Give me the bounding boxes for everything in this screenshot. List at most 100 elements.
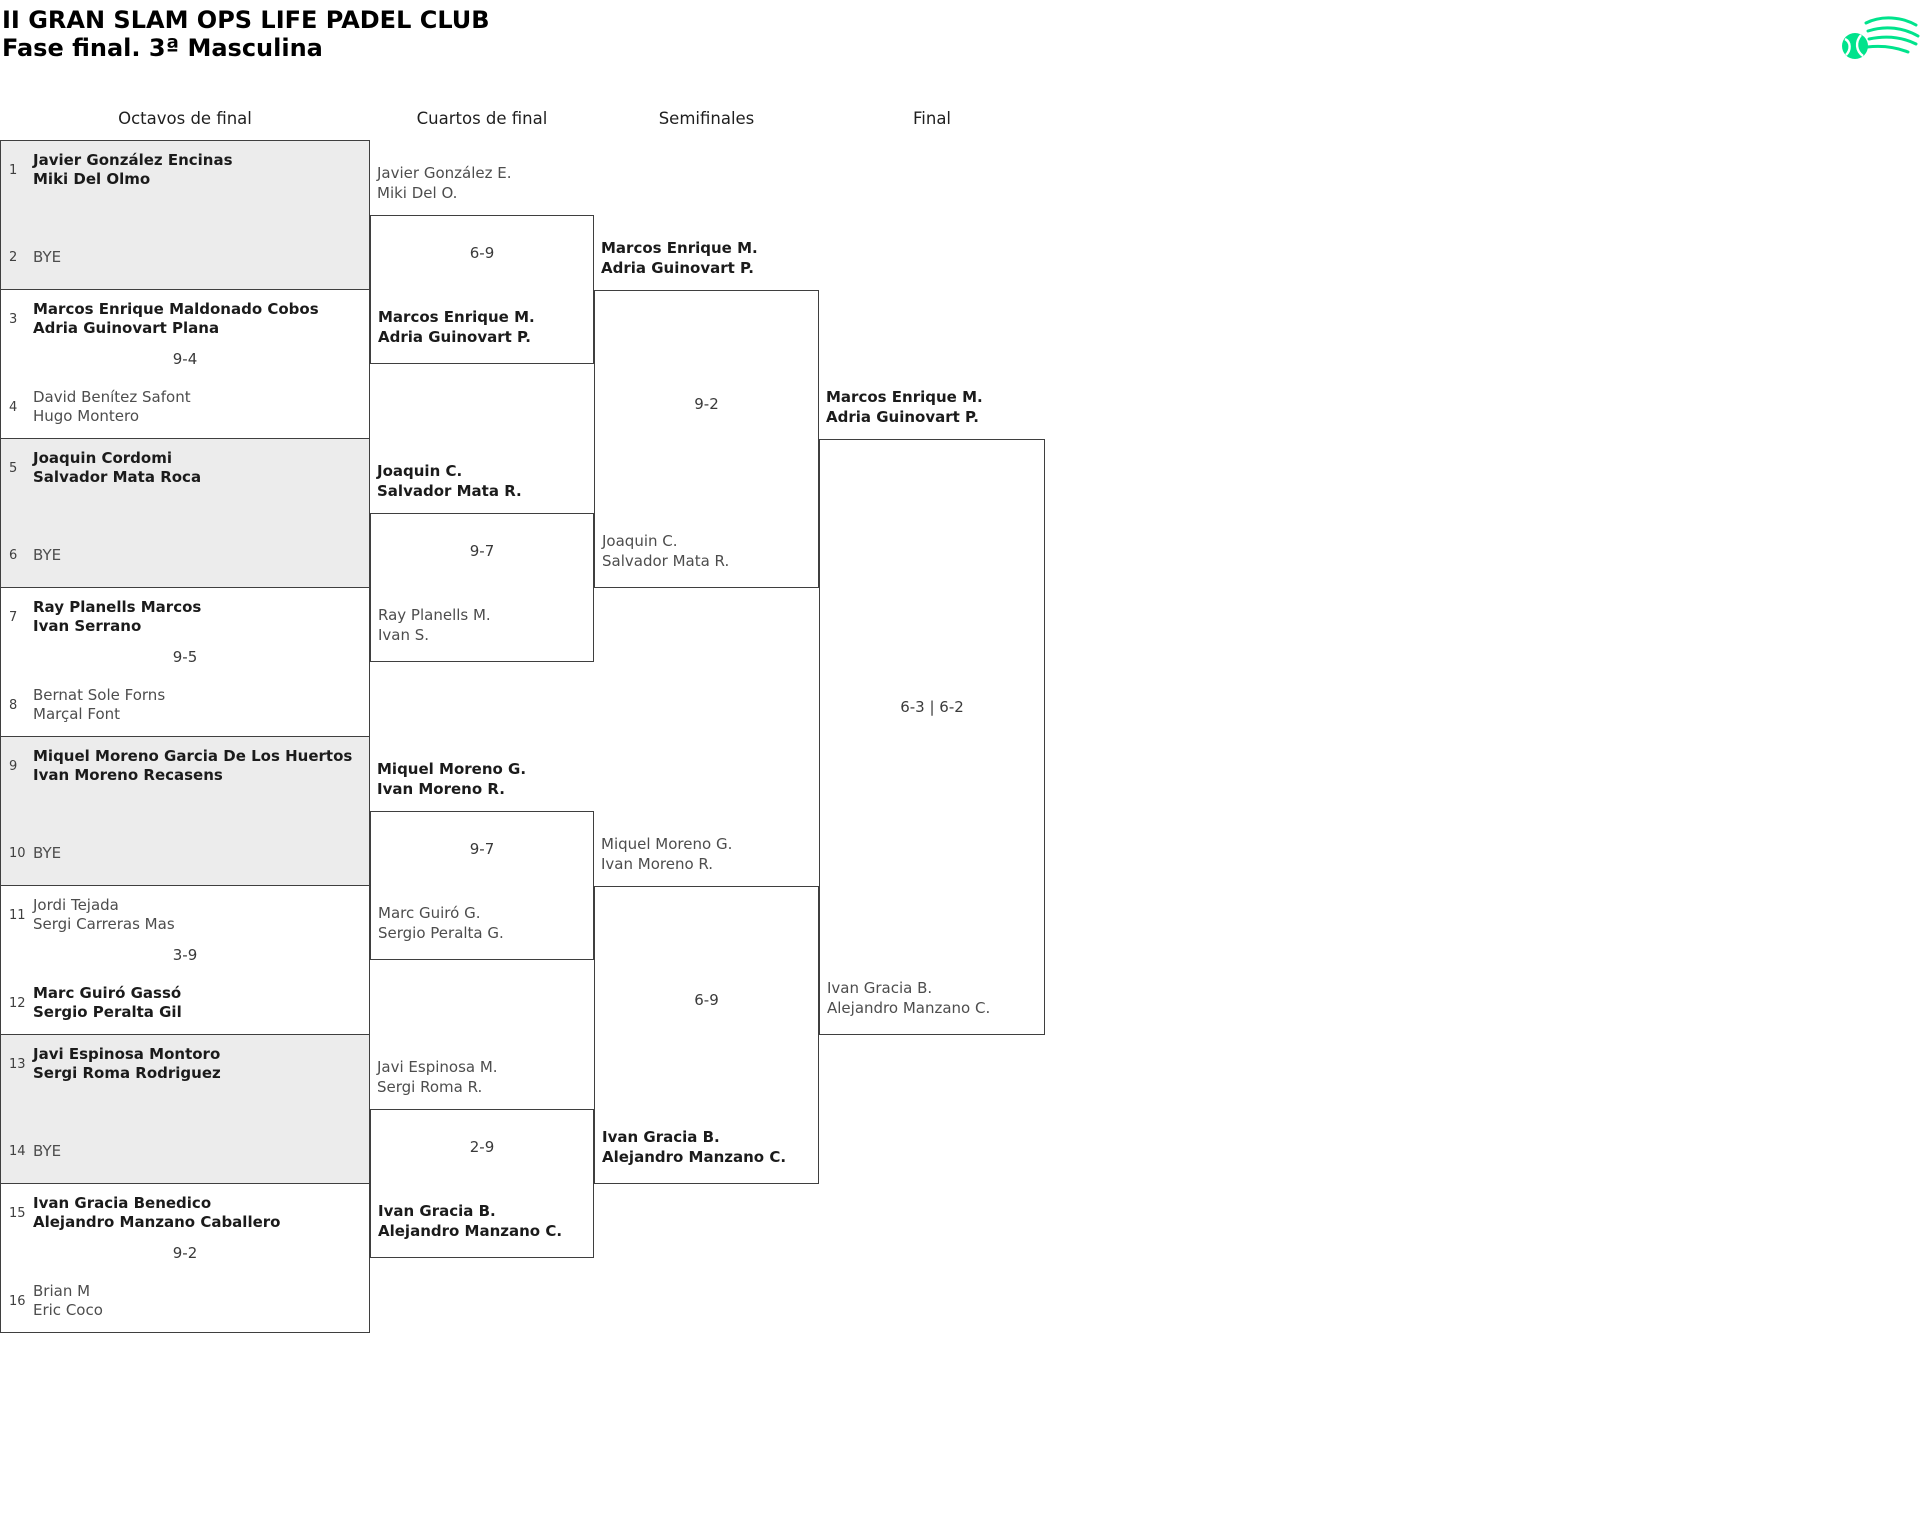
column-header-semifinales: Semifinales — [658, 109, 755, 128]
player-name: Hugo Montero — [33, 407, 140, 425]
player-name: Miquel Moreno G. — [377, 760, 527, 778]
player-name: Alejandro Manzano C. — [602, 1148, 787, 1166]
column-header-cuartos: Cuartos de final — [416, 109, 548, 128]
match-box: 9-7 Marc Guiró G. Sergio Peralta G. — [370, 811, 594, 960]
player-name: Ivan Moreno R. — [601, 855, 714, 873]
match-box: 3 Marcos Enrique Maldonado Cobos Adria G… — [0, 289, 370, 439]
match-score: 9-4 — [172, 350, 198, 368]
player-name: Bernat Sole Forns — [33, 686, 166, 704]
player-name: Ivan Gracia B. — [378, 1202, 496, 1220]
seed-number: 10 — [9, 846, 26, 861]
team-entry: 9 Miquel Moreno Garcia De Los Huertos Iv… — [7, 747, 365, 785]
player-name: Sergi Roma R. — [377, 1078, 483, 1096]
player-name: Javi Espinosa M. — [377, 1058, 498, 1076]
match-score: 9-2 — [694, 395, 719, 413]
team-entry: 12 Marc Guiró Gassó Sergio Peralta Gil — [7, 984, 365, 1022]
player-name: Alejandro Manzano Caballero — [33, 1213, 281, 1231]
match-box: 6-9 Marcos Enrique M. Adria Guinovart P. — [370, 215, 594, 364]
team-entry: 7 Ray Planells Marcos Ivan Serrano — [7, 598, 365, 636]
player-name: Ivan Gracia B. — [827, 979, 933, 997]
player-name: Miquel Moreno Garcia De Los Huertos — [33, 747, 353, 765]
player-name: Ivan Moreno R. — [377, 780, 505, 798]
match-score: 9-7 — [469, 840, 495, 858]
seed-number: 2 — [9, 250, 18, 265]
player-name: BYE — [33, 844, 62, 862]
team-label: Ivan Gracia B. Alejandro Manzano C. — [602, 1127, 786, 1167]
match-score: 3-9 — [172, 946, 198, 964]
player-names: Ray Planells Marcos Ivan Serrano — [33, 598, 201, 636]
match-box: 6-3 | 6-2 Ivan Gracia B. Alejandro Manza… — [819, 439, 1045, 1035]
team-entry: 8 Bernat Sole Forns Marçal Font — [7, 686, 365, 724]
team-label: Miquel Moreno G. Ivan Moreno R. — [601, 834, 732, 874]
player-name: Javier González Encinas — [33, 151, 233, 169]
player-name: Sergi Roma Rodriguez — [33, 1064, 221, 1082]
player-name: Ivan S. — [378, 626, 430, 644]
player-name: Joaquin Cordomi — [33, 449, 172, 467]
player-name: Salvador Mata R. — [602, 552, 730, 570]
player-name: Marcos Enrique M. — [826, 388, 983, 406]
player-name: Adria Guinovart P. — [826, 408, 979, 426]
team-entry: 13 Javi Espinosa Montoro Sergi Roma Rodr… — [7, 1045, 365, 1083]
seed-number: 9 — [9, 758, 18, 774]
team-label: Ivan Gracia B. Alejandro Manzano C. — [378, 1201, 562, 1241]
player-name: Javi Espinosa Montoro — [33, 1045, 221, 1063]
player-name: Marc Guiró G. — [378, 904, 481, 922]
player-names: Javier González Encinas Miki Del Olmo — [33, 151, 233, 189]
player-names: David Benítez Safont Hugo Montero — [33, 388, 191, 426]
match-score: 2-9 — [469, 1138, 495, 1156]
match-score: 6-9 — [469, 244, 495, 262]
match-box: 5 Joaquin Cordomi Salvador Mata Roca 6 B… — [0, 438, 370, 588]
player-name: Marcos Enrique M. — [601, 239, 758, 257]
player-name: Miki Del O. — [377, 184, 458, 202]
player-name: Javier González E. — [377, 164, 512, 182]
team-label: Ivan Gracia B. Alejandro Manzano C. — [827, 978, 990, 1018]
team-entry: 16 Brian M Eric Coco — [7, 1282, 365, 1320]
player-name: Ivan Moreno Recasens — [33, 766, 223, 784]
seed-number: 14 — [9, 1144, 26, 1159]
match-box: 9-7 Ray Planells M. Ivan S. — [370, 513, 594, 662]
seed-number: 8 — [9, 697, 18, 713]
player-names: BYE — [33, 248, 61, 267]
page-title: II GRAN SLAM OPS LIFE PADEL CLUB — [2, 6, 490, 34]
match-box: 2-9 Ivan Gracia B. Alejandro Manzano C. — [370, 1109, 594, 1258]
player-names: Brian M Eric Coco — [33, 1282, 103, 1320]
seed-number: 15 — [9, 1205, 26, 1221]
player-name: Alejandro Manzano C. — [827, 999, 991, 1017]
padel-ball-swoosh-icon — [1842, 16, 1920, 59]
seed-number: 6 — [9, 548, 18, 563]
team-label: Javi Espinosa M. Sergi Roma R. — [377, 1057, 498, 1097]
seed-number: 3 — [9, 311, 18, 327]
player-name: Alejandro Manzano C. — [378, 1222, 563, 1240]
player-name: Marçal Font — [33, 705, 121, 723]
player-name: Ivan Serrano — [33, 617, 142, 635]
page-subtitle: Fase final. 3ª Masculina — [2, 34, 323, 62]
team-entry: 14 BYE — [7, 1142, 365, 1161]
player-name: Sergi Carreras Mas — [33, 915, 175, 933]
player-names: BYE — [33, 546, 61, 565]
match-box: 1 Javier González Encinas Miki Del Olmo … — [0, 140, 370, 290]
team-entry: 5 Joaquin Cordomi Salvador Mata Roca — [7, 449, 365, 487]
player-name: David Benítez Safont — [33, 388, 191, 406]
match-box: 9-2 Joaquin C. Salvador Mata R. — [594, 290, 819, 588]
team-entry: 10 BYE — [7, 844, 365, 863]
match-box: 11 Jordi Tejada Sergi Carreras Mas 3-9 1… — [0, 885, 370, 1035]
seed-number: 7 — [9, 609, 18, 625]
seed-number: 11 — [9, 907, 26, 923]
team-entry: 2 BYE — [7, 248, 365, 267]
player-name: Joaquin C. — [377, 462, 463, 480]
player-names: BYE — [33, 844, 61, 863]
match-box: 7 Ray Planells Marcos Ivan Serrano 9-5 8… — [0, 587, 370, 737]
seed-number: 4 — [9, 399, 18, 415]
player-name: Marcos Enrique M. — [378, 308, 535, 326]
player-name: Ivan Gracia B. — [602, 1128, 720, 1146]
team-label: Ray Planells M. Ivan S. — [378, 605, 491, 645]
player-name: Adria Guinovart Plana — [33, 319, 220, 337]
match-score: 9-2 — [172, 1244, 198, 1262]
player-names: Bernat Sole Forns Marçal Font — [33, 686, 165, 724]
player-name: Marc Guiró Gassó — [33, 984, 182, 1002]
seed-number: 1 — [9, 162, 18, 178]
team-entry: 4 David Benítez Safont Hugo Montero — [7, 388, 365, 426]
player-name: Brian M — [33, 1282, 91, 1300]
player-name: Ray Planells M. — [378, 606, 491, 624]
player-names: Joaquin Cordomi Salvador Mata Roca — [33, 449, 201, 487]
